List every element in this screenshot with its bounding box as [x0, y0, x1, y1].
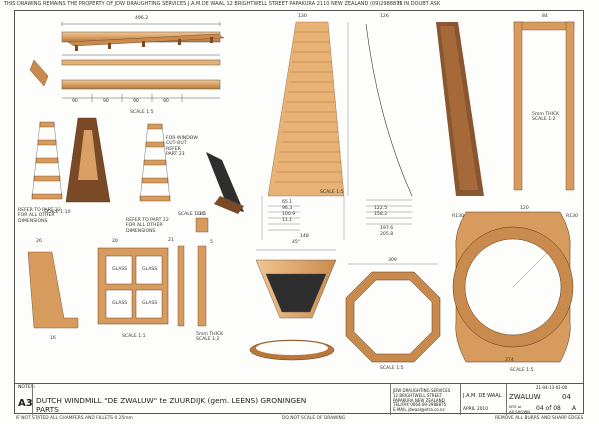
dim-158: 158.2 — [374, 212, 388, 217]
footer-no-scale: DO NOT SCALE OF DRAWING — [282, 416, 346, 421]
dim-120: 120 — [520, 206, 529, 211]
dim-r130-right: R130 — [566, 214, 578, 219]
cone-section — [255, 249, 337, 319]
footer-burrs: REMOVE ALL BURRS AND SHARP EDGES — [495, 416, 584, 421]
scale-round: SCALE 1:5 — [510, 368, 534, 373]
notes-label: NOTES: — [18, 385, 36, 390]
as-shown-label: AS SHOWN — [509, 409, 531, 414]
scale-octagon: SCALE 1:5 — [380, 366, 404, 371]
window-frame — [97, 247, 169, 325]
window-cutout-note: FOR WINDOW CUT-OUT REFER PART 23 — [166, 136, 198, 158]
ring-iso — [249, 339, 335, 361]
sheet-of: 04 of 08 — [536, 405, 561, 412]
dim-65: 65.1 — [282, 200, 293, 205]
title-block: NOTES: A3 DUTCH WINDMILL "DE ZWALUW" te … — [14, 383, 584, 415]
revision-date: 21-04-13-01-00 — [536, 385, 568, 390]
glass-label-3: GLASS — [112, 301, 128, 306]
tapered-panel-front — [267, 21, 345, 197]
dim-26: 26 — [36, 239, 42, 244]
dim-96: 96.3 — [282, 206, 293, 211]
small-bracket-iso — [29, 59, 49, 87]
octagon-ring — [345, 263, 441, 363]
title-line-2: PARTS — [36, 405, 59, 414]
u-frame — [513, 21, 575, 191]
nts-label: NTS or — [509, 404, 522, 409]
dim-148: 148 — [300, 234, 309, 239]
dim-90a: 90 — [72, 99, 78, 104]
dim-21: 21 — [168, 238, 174, 243]
property-notice: THIS DRAWING REMAINS THE PROPERTY OF JDW… — [4, 1, 403, 7]
glass-label-1: GLASS — [112, 267, 128, 272]
refer-note-left: REFER TO PART 22 FOR ALL OTHER DIMENSION… — [18, 208, 61, 224]
blade-iso — [436, 22, 484, 196]
corner-piece — [27, 251, 79, 329]
dim-496: 496.2 — [135, 16, 149, 21]
frame-part-mid — [139, 123, 171, 202]
tapered-panel-dims — [261, 22, 349, 240]
scale-frame-left: SCALE 1:10 — [44, 210, 71, 215]
glass-label-2: GLASS — [142, 267, 158, 272]
thickness-note-right: 5mm THICK SCALE 1:2 — [532, 112, 560, 123]
dim-126: 126 — [380, 14, 389, 19]
dim-197: 197.6 — [380, 226, 394, 231]
drawing-date: APRIL 2010 — [463, 407, 489, 412]
revision-letter: A — [572, 405, 577, 412]
dim-45: 45° — [292, 240, 301, 245]
dim-20: 20 — [112, 239, 118, 244]
dim-33: 33.5 — [196, 212, 207, 217]
frame-part-left — [31, 121, 63, 200]
dim-5: 5 — [210, 240, 213, 245]
thin-strip — [177, 245, 185, 327]
beam-plan-view — [61, 22, 221, 102]
thickness-note-bottom: 5mm THICK SCALE 1:2 — [196, 332, 224, 343]
frame-part-iso — [65, 117, 111, 203]
drawing-frame — [14, 10, 584, 414]
title-line-1: DUTCH WINDMILL "DE ZWALUW" te ZUURDIJK (… — [36, 396, 307, 405]
glass-label-4: GLASS — [142, 301, 158, 306]
dim-84: 84 — [542, 14, 548, 19]
scale-frame-mid: SCALE 1:10 — [178, 212, 205, 217]
dim-90b: 90 — [103, 99, 109, 104]
round-window-frame — [452, 211, 574, 363]
footer-chamfers: IF NOT STATED ALL CHAMFERS AND FILLETS 0… — [16, 416, 133, 421]
drawn-by: J.A.M. DE WAAL — [463, 393, 502, 399]
scale-panel: SCALE 1:5 — [320, 190, 344, 195]
small-block — [195, 217, 209, 327]
dim-11: 11.1 — [282, 218, 293, 223]
stair-iso — [206, 152, 244, 214]
dim-r130-left: R130 — [452, 214, 464, 219]
dim-90c: 90 — [133, 99, 139, 104]
dim-122: 122.5 — [374, 206, 388, 211]
drawing-name: ZWALUW — [509, 393, 541, 401]
refer-note-mid: REFER TO PART 22 FOR ALL OTHER DIMENSION… — [126, 218, 169, 234]
sheet-code: 04 — [562, 393, 571, 401]
dim-90d: 90 — [163, 99, 169, 104]
beam-iso-view — [67, 33, 225, 51]
scale-beam: SCALE 1:5 — [130, 110, 154, 115]
company-block: JDW DRAUGHTING SERVICES 12 BRIGHTWELL ST… — [393, 388, 451, 413]
dim-309: 309 — [388, 258, 397, 263]
curve-profile — [365, 23, 413, 225]
dim-274: 274 — [505, 358, 514, 363]
scale-window: SCALE 1:1 — [122, 334, 146, 339]
sheet-size: A3 — [18, 398, 33, 409]
doubt-notice: IF IN DOUBT ASK — [398, 1, 441, 7]
dim-130: 130 — [298, 14, 307, 19]
dim-16: 16 — [50, 336, 56, 341]
dim-205: 205.8 — [380, 232, 394, 237]
dim-100: 100.9 — [282, 212, 296, 217]
